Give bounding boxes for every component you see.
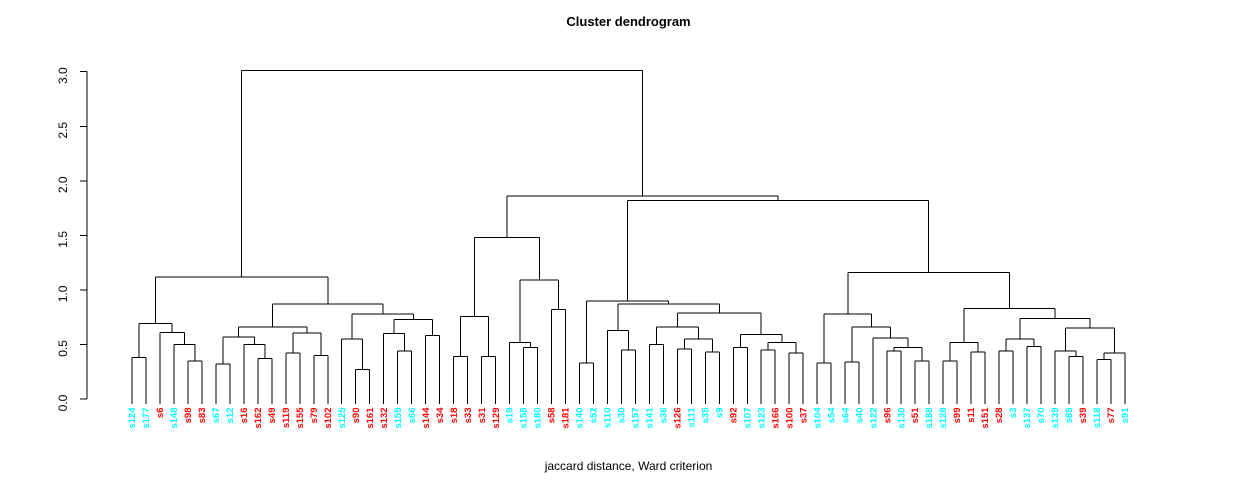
leaf-label: s137 [1022, 408, 1033, 429]
leaf-label: s104 [812, 407, 823, 429]
leaf-label: s125 [337, 407, 348, 429]
leaf-label: s39 [1078, 408, 1089, 424]
chart-caption: jaccard distance, Ward criterion [544, 459, 713, 473]
leaf-label: s12 [225, 408, 236, 424]
leaf-label: s37 [798, 408, 809, 424]
leaf-label: s16 [239, 408, 250, 424]
y-tick-label: 0.5 [56, 340, 70, 357]
leaf-label: s148 [169, 408, 180, 429]
leaf-label: s58 [547, 408, 558, 424]
leaf-label: s155 [295, 407, 306, 429]
leaf-label: s49 [267, 408, 278, 424]
leaf-label: s132 [379, 408, 390, 429]
leaf-label: s107 [742, 408, 753, 429]
leaf-label: s111 [687, 407, 698, 428]
leaf-label: s70 [1036, 408, 1047, 424]
leaf-label: s64 [840, 407, 851, 424]
leaf-label: s85 [1064, 407, 1075, 424]
leaf-label: s144 [421, 407, 432, 429]
leaf-label: s40 [854, 408, 865, 424]
leaf-label: s34 [435, 407, 446, 424]
leaf-label: s177 [141, 408, 152, 429]
leaf-label: s102 [323, 408, 334, 429]
leaf-label: s141 [645, 407, 656, 429]
leaf-label: s162 [253, 408, 264, 429]
leaf-label: s130 [896, 408, 907, 429]
leaf-label: s9 [714, 408, 725, 419]
leaf-label: s139 [1050, 408, 1061, 429]
leaf-label: s157 [631, 408, 642, 429]
leaf-label: s159 [393, 408, 404, 429]
leaf-label: s151 [980, 407, 991, 429]
chart-title: Cluster dendrogram [566, 14, 691, 29]
leaf-label: s33 [463, 408, 474, 424]
leaf-label: s91 [1120, 407, 1131, 424]
leaf-label: s3 [1008, 408, 1019, 419]
leaf-label: s124 [127, 407, 138, 429]
leaf-label: s77 [1106, 408, 1117, 424]
leaf-label: s129 [491, 408, 502, 429]
leaf-label: s100 [784, 408, 795, 429]
leaf-label: s126 [673, 408, 684, 429]
leaf-label: s90 [351, 408, 362, 424]
leaf-label: s98 [183, 408, 194, 424]
leaf-label: s67 [211, 408, 222, 424]
leaf-label: s79 [309, 408, 320, 424]
leaf-label: s180 [533, 408, 544, 429]
leaf-label: s19 [505, 408, 516, 424]
leaf-label: s96 [882, 408, 893, 424]
leaf-label: s28 [994, 408, 1005, 424]
leaf-label: s128 [938, 408, 949, 429]
leaf-label: s30 [617, 408, 628, 424]
leaf-label: s158 [519, 408, 530, 429]
leaf-label: s188 [924, 408, 935, 429]
leaf-label: s92 [728, 408, 739, 424]
leaf-label: s140 [575, 408, 586, 429]
leaf-label: s31 [477, 407, 488, 424]
leaf-label: s35 [701, 407, 712, 424]
y-tick-label: 2.5 [56, 122, 70, 139]
leaf-label: s83 [197, 408, 208, 424]
leaf-label: s36 [659, 408, 670, 424]
y-tick-label: 1.0 [56, 285, 70, 302]
y-tick-label: 1.5 [56, 231, 70, 248]
leaf-label: s161 [365, 407, 376, 429]
leaf-label: s110 [603, 408, 614, 429]
leaf-label: s122 [868, 408, 879, 429]
leaf-label: s6 [155, 408, 166, 419]
leaf-label: s51 [910, 407, 921, 424]
y-tick-label: 3.0 [56, 67, 70, 84]
y-tick-label: 2.0 [56, 176, 70, 193]
leaf-label: s18 [449, 408, 460, 424]
leaf-label: s181 [561, 407, 572, 429]
leaf-label: s54 [826, 407, 837, 424]
leaf-label: s52 [589, 408, 600, 424]
leaf-label: s66 [407, 408, 418, 424]
leaf-label: s99 [952, 408, 963, 424]
leaf-label: s119 [281, 408, 292, 429]
leaf-label: s123 [756, 408, 767, 429]
leaf-label: s11 [966, 407, 977, 423]
leaf-label: s166 [770, 408, 781, 429]
leaf-label: s118 [1092, 408, 1103, 429]
y-tick-label: 0.0 [56, 394, 70, 411]
